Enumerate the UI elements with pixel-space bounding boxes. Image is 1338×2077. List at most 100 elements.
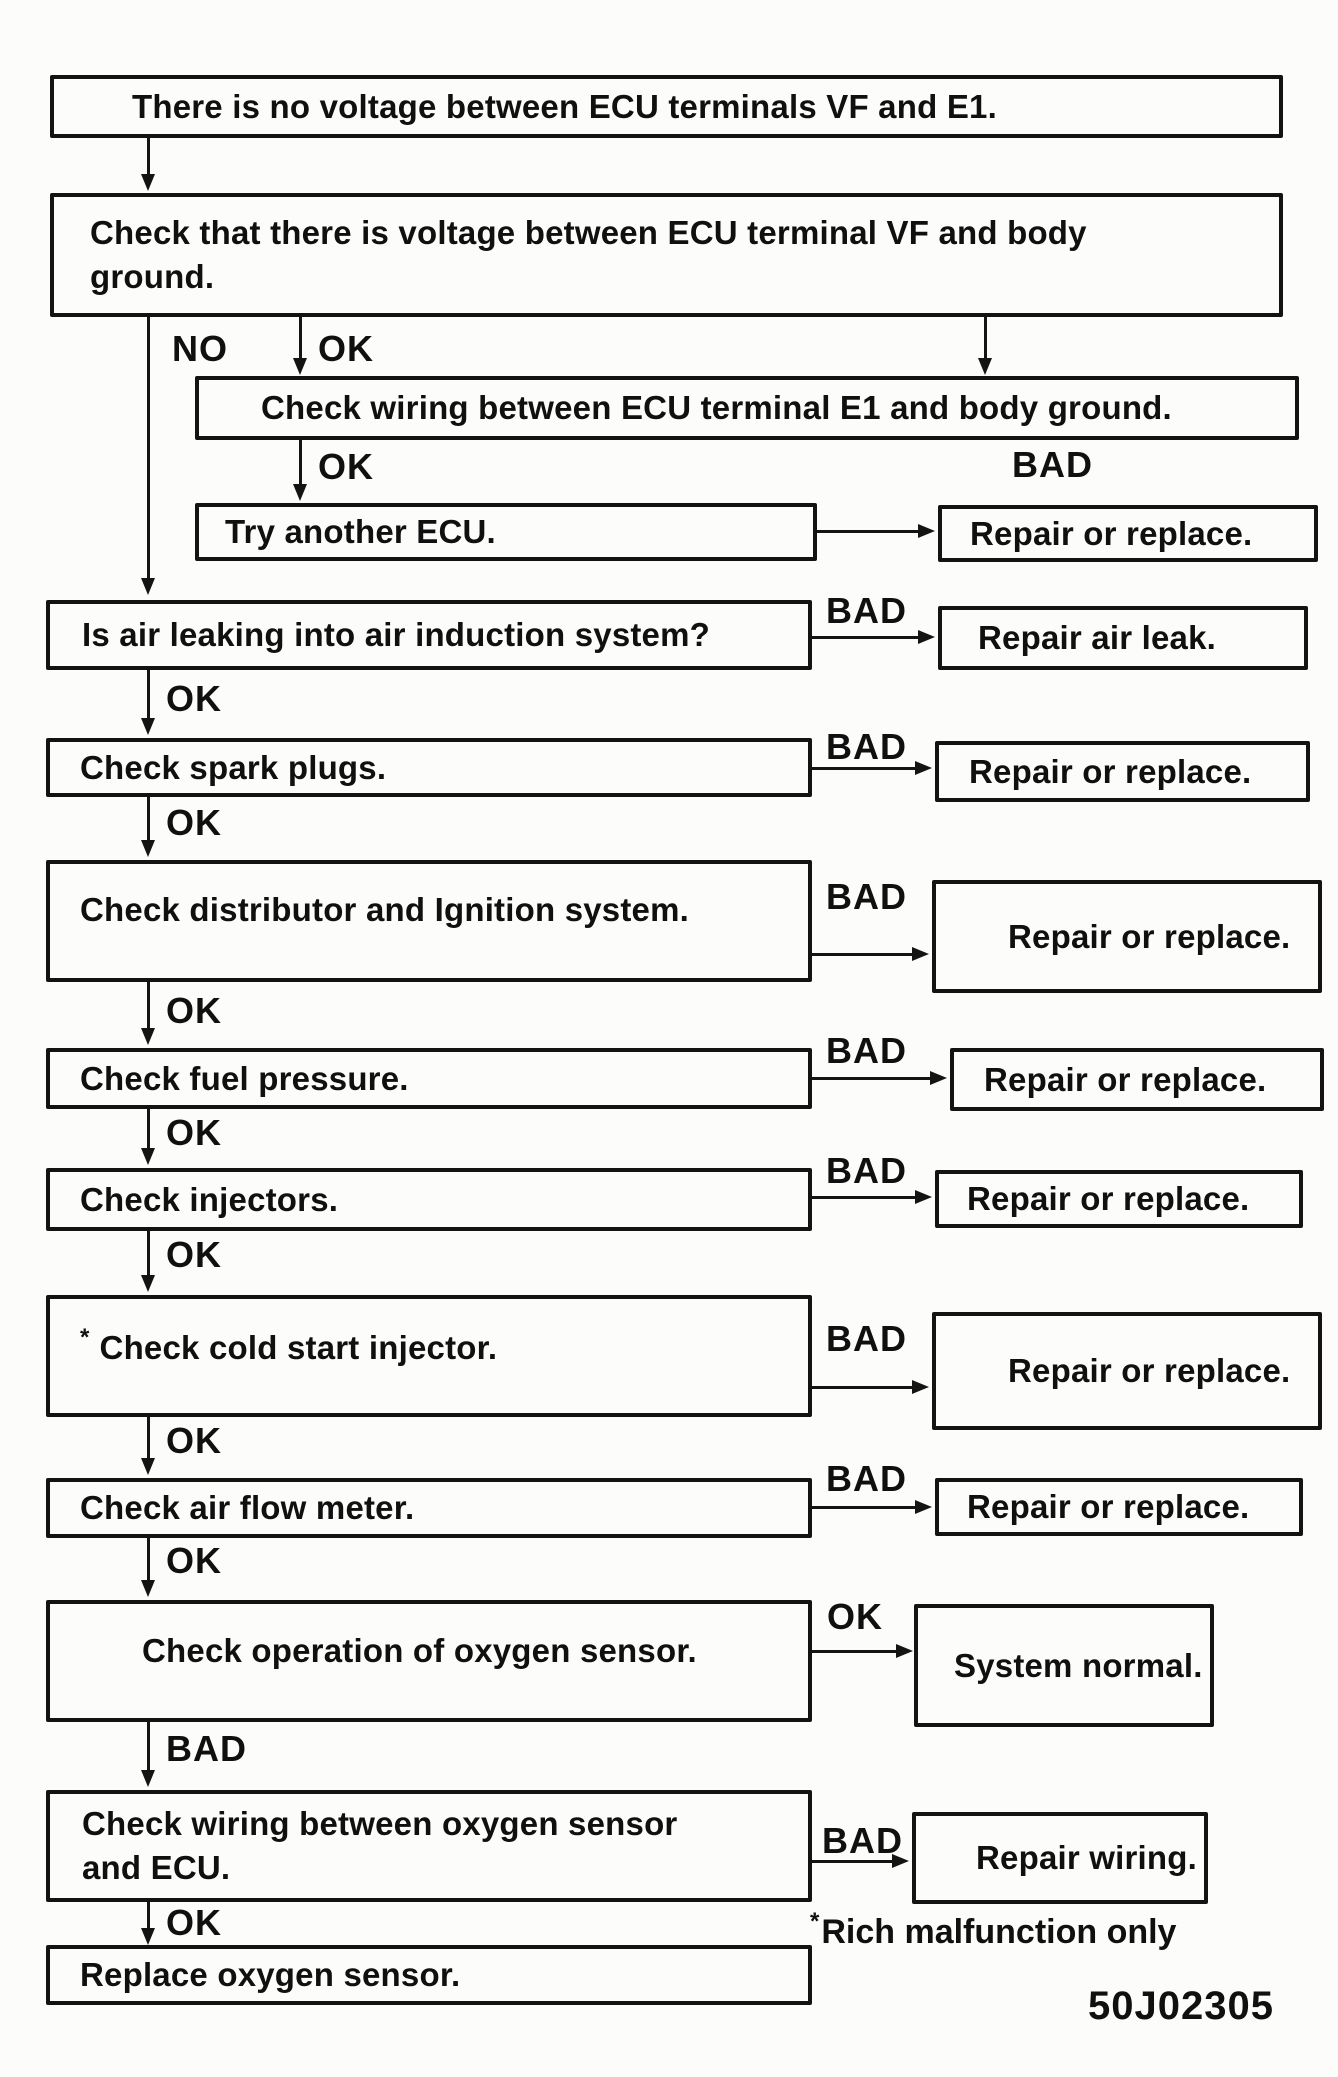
- connector-cold-start-bad: [812, 1386, 914, 1389]
- arrowhead-bad-down: [141, 1770, 155, 1787]
- connector-o2-ok: [812, 1650, 898, 1653]
- fuel-pressure-box: Check fuel pressure.: [46, 1048, 812, 1109]
- footnote: *Rich malfunction only: [810, 1908, 1176, 1952]
- label-ok-9: OK: [166, 1540, 222, 1581]
- arrowhead-ok-3: [141, 718, 155, 735]
- label-ok-system-normal: OK: [827, 1596, 883, 1637]
- connector-no-path: [147, 317, 150, 579]
- repair-or-replace-box-3: Repair or replace.: [932, 880, 1322, 993]
- label-bad-spark: BAD: [826, 726, 907, 767]
- injectors-text: Check injectors.: [80, 1180, 339, 1218]
- connector-wiring-bad: [812, 1860, 894, 1863]
- o2-wiring-box: Check wiring between oxygen sensor and E…: [46, 1790, 812, 1902]
- arrowhead-ok-10: [141, 1928, 155, 1945]
- check-vf-text: Check that there is voltage between ECU …: [90, 214, 1087, 295]
- arrowhead-ok-7: [141, 1275, 155, 1292]
- label-bad-ecu: BAD: [1012, 444, 1093, 485]
- distributor-text: Check distributor and Ignition system.: [80, 891, 690, 928]
- figure-code: 50J02305: [1088, 1984, 1274, 2028]
- arrowhead-right-into-c: [978, 358, 992, 375]
- repair-or-replace-box-7: Repair or replace.: [935, 1478, 1303, 1536]
- arrowhead-fuel-bad: [930, 1071, 947, 1085]
- label-bad-wiring: BAD: [822, 1820, 903, 1861]
- footnote-text: Rich malfunction only: [821, 1913, 1177, 1951]
- replace-o2-box: Replace oxygen sensor.: [46, 1945, 812, 2005]
- arrowhead-air-leak-bad: [918, 630, 935, 644]
- connector-try-ecu-bad: [817, 530, 920, 533]
- label-ok-1: OK: [318, 328, 374, 369]
- connector-air-flow-bad: [812, 1506, 917, 1509]
- o2-operation-text: Check operation of oxygen sensor.: [142, 1632, 697, 1669]
- label-bad-air-leak: BAD: [826, 590, 907, 631]
- arrowhead-wiring-bad: [892, 1854, 909, 1868]
- repair-or-replace-box-4: Repair or replace.: [950, 1048, 1324, 1111]
- cold-start-text: *Check cold start injector.: [80, 1324, 498, 1366]
- arrowhead-cold-start-bad: [912, 1380, 929, 1394]
- label-bad-cold-start: BAD: [826, 1318, 907, 1359]
- injectors-box: Check injectors.: [46, 1168, 812, 1231]
- connector-ok-3: [147, 670, 150, 720]
- label-bad-injectors: BAD: [826, 1150, 907, 1191]
- connector-ok-4: [147, 797, 150, 842]
- connector-distributor-bad: [812, 953, 914, 956]
- start-box: There is no voltage between ECU terminal…: [50, 75, 1283, 138]
- connector-ok-10: [147, 1902, 150, 1930]
- distributor-box: Check distributor and Ignition system.: [46, 860, 812, 982]
- connector-injectors-bad: [812, 1196, 917, 1199]
- label-bad-air-flow: BAD: [826, 1458, 907, 1499]
- footnote-asterisk: *: [810, 1908, 820, 1935]
- replace-o2-text: Replace oxygen sensor.: [80, 1956, 461, 1993]
- check-vf-box: Check that there is voltage between ECU …: [50, 193, 1283, 317]
- o2-operation-box: Check operation of oxygen sensor.: [46, 1600, 812, 1722]
- air-leak-text: Is air leaking into air induction system…: [82, 616, 711, 653]
- arrowhead-o2-ok: [896, 1644, 913, 1658]
- repair-wiring-box: Repair wiring.: [912, 1812, 1208, 1904]
- try-ecu-text: Try another ECU.: [225, 513, 496, 550]
- label-ok-3: OK: [166, 678, 222, 719]
- fuel-pressure-text: Check fuel pressure.: [80, 1059, 409, 1097]
- connector-ok-5: [147, 982, 150, 1030]
- o2-wiring-text: Check wiring between oxygen sensor and E…: [82, 1805, 678, 1886]
- arrowhead-no-path: [141, 578, 155, 595]
- connector-fuel-bad: [812, 1077, 932, 1080]
- connector-spark-bad: [812, 767, 917, 770]
- arrowhead-injectors-bad: [915, 1190, 932, 1204]
- arrowhead-air-flow-bad: [915, 1500, 932, 1514]
- arrowhead-ok-1: [293, 358, 307, 375]
- connector-ok-8: [147, 1417, 150, 1460]
- connector-ok-2: [299, 440, 302, 486]
- cold-start-box: *Check cold start injector.: [46, 1295, 812, 1417]
- connector-ok-1: [299, 317, 302, 360]
- repair-or-replace-box-6: Repair or replace.: [932, 1312, 1322, 1430]
- arrowhead-ok-6: [141, 1148, 155, 1165]
- label-ok-6: OK: [166, 1112, 222, 1153]
- label-ok-8: OK: [166, 1420, 222, 1461]
- check-e1-box: Check wiring between ECU terminal E1 and…: [195, 376, 1299, 440]
- cold-start-asterisk: *: [80, 1324, 90, 1351]
- label-ok-2: OK: [318, 446, 374, 487]
- repair-or-replace-box-1: Repair or replace.: [938, 505, 1318, 562]
- connector-ok-6: [147, 1109, 150, 1150]
- spark-plugs-text: Check spark plugs.: [80, 748, 387, 786]
- air-leak-box: Is air leaking into air induction system…: [46, 600, 812, 670]
- system-normal-box: System normal.: [914, 1604, 1214, 1727]
- check-e1-text: Check wiring between ECU terminal E1 and…: [261, 389, 1172, 426]
- connector-start-down: [147, 138, 150, 176]
- repair-or-replace-box-5: Repair or replace.: [935, 1170, 1303, 1228]
- connector-bad-down: [147, 1722, 150, 1772]
- arrowhead-try-ecu-bad: [918, 524, 935, 538]
- arrowhead-distributor-bad: [912, 947, 929, 961]
- arrowhead-ok-9: [141, 1580, 155, 1597]
- label-ok-7: OK: [166, 1234, 222, 1275]
- air-flow-box: Check air flow meter.: [46, 1478, 812, 1538]
- arrowhead-ok-2: [293, 484, 307, 501]
- repair-or-replace-box-2: Repair or replace.: [935, 741, 1310, 802]
- label-bad-fuel: BAD: [826, 1030, 907, 1071]
- label-bad-down: BAD: [166, 1728, 247, 1769]
- air-flow-text: Check air flow meter.: [80, 1489, 415, 1526]
- connector-right-into-c: [984, 317, 987, 360]
- arrowhead-ok-5: [141, 1028, 155, 1045]
- connector-ok-7: [147, 1231, 150, 1277]
- arrowhead-spark-bad: [915, 761, 932, 775]
